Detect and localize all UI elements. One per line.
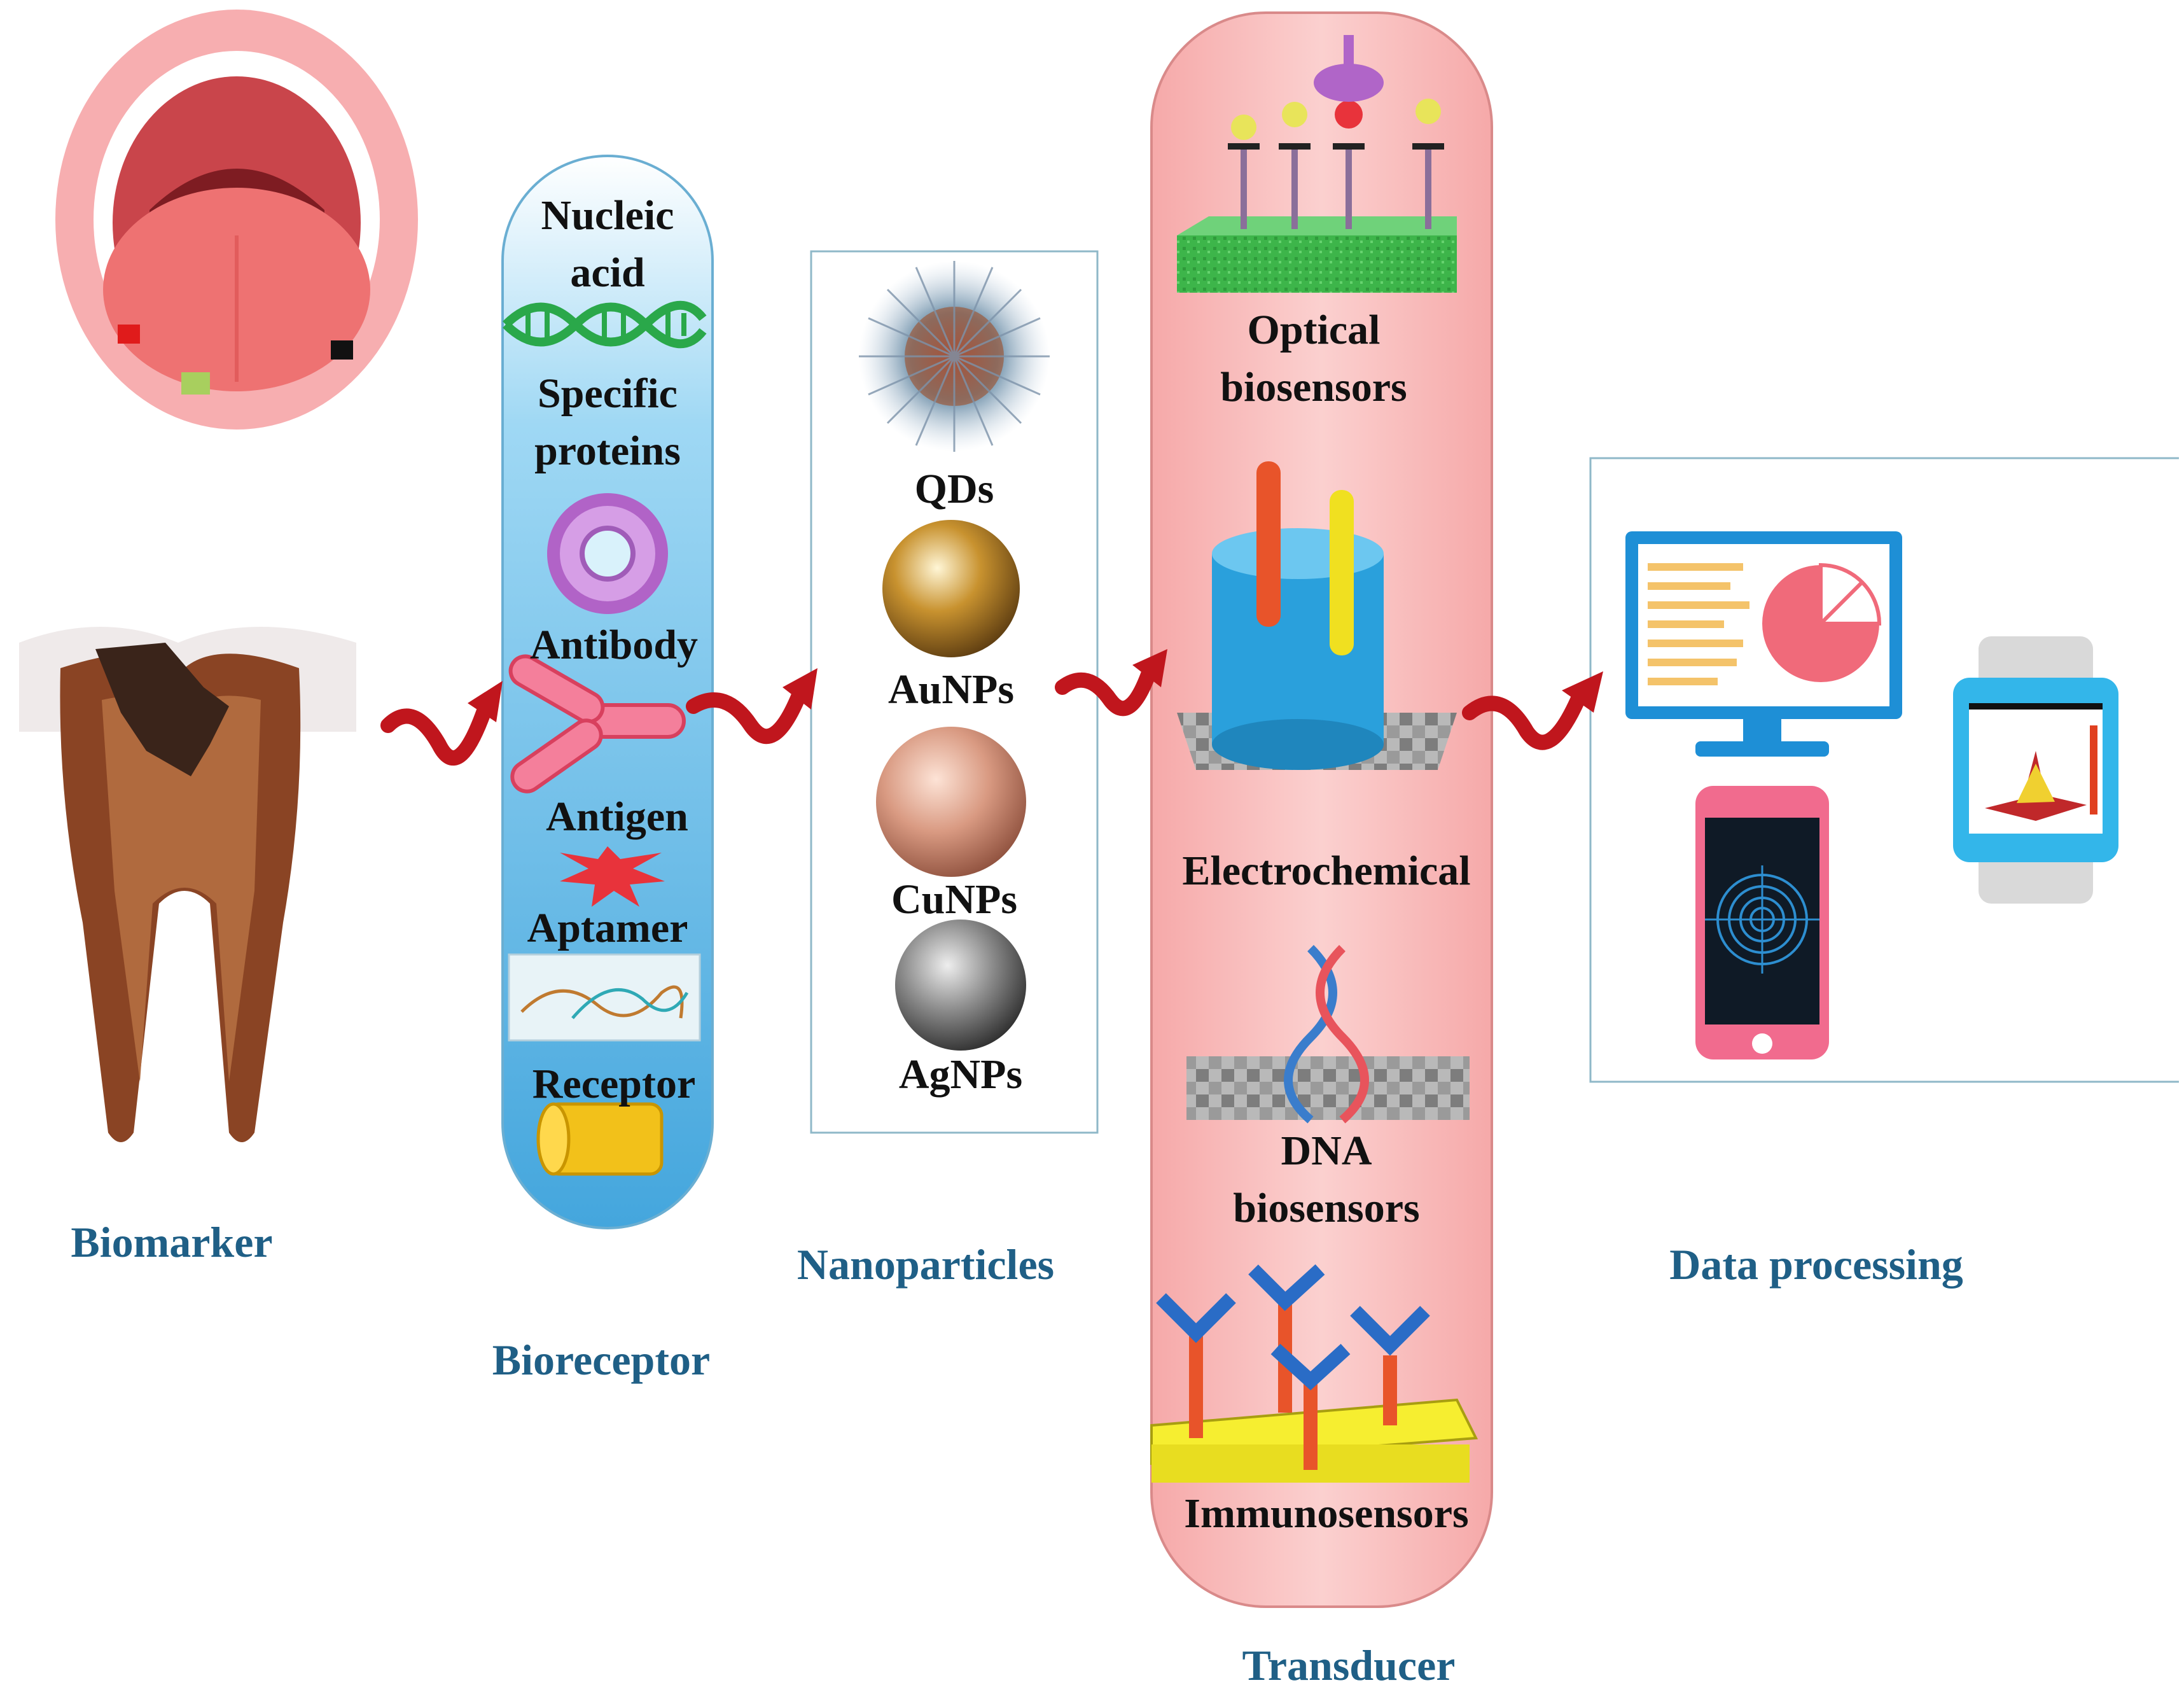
protein-icon (547, 493, 668, 614)
flow-arrow-3 (1055, 649, 1167, 717)
bioreceptor-labels: Nucleic acid Specific proteins Antibody … (527, 192, 699, 1107)
transducer-capsule (1150, 11, 1493, 1608)
label-receptor: Receptor (532, 1061, 696, 1107)
label-specific: Specific (538, 370, 678, 417)
caption-data-processing: Data processing (1669, 1240, 1963, 1289)
smartwatch-icon (1953, 636, 2118, 904)
caption-biomarker: Biomarker (71, 1218, 272, 1266)
label-antibody: Antibody (530, 622, 698, 668)
antibody-icon (508, 654, 686, 794)
label-optical-biosensors: biosensors (1220, 364, 1407, 410)
data-processing-frame (1589, 457, 2179, 1083)
label-proteins: proteins (534, 428, 681, 474)
label-electrochemical: Electrochemical (1182, 848, 1470, 894)
caption-transducer: Transducer (1242, 1641, 1456, 1689)
electrode-icon (1177, 461, 1457, 770)
label-qds: QDs (915, 466, 994, 512)
flow-arrow-4 (1462, 671, 1603, 750)
open-mouth-icon (55, 10, 418, 430)
pie-chart-icon (1762, 563, 1882, 682)
caption-nanoparticles: Nanoparticles (797, 1240, 1054, 1289)
silver-sphere-icon (895, 919, 1026, 1051)
label-antigen: Antigen (546, 794, 688, 840)
flow-arrow-2 (686, 668, 817, 745)
label-dna-biosensors: biosensors (1233, 1185, 1419, 1231)
label-agnps: AgNPs (899, 1051, 1022, 1098)
label-aunps: AuNPs (888, 666, 1014, 713)
aptamer-icon (508, 953, 701, 1042)
caption-bioreceptor: Bioreceptor (492, 1336, 710, 1384)
label-optical: Optical (1248, 307, 1381, 353)
label-acid: acid (570, 249, 644, 296)
label-immunosensors: Immunosensors (1184, 1490, 1468, 1537)
immuno-chip-icon (1150, 1264, 1478, 1483)
label-aptamer: Aptamer (527, 905, 688, 951)
label-nucleic: Nucleic (541, 192, 674, 239)
gold-sphere-icon (882, 520, 1020, 657)
transducer-labels: Optical biosensors Electrochemical DNA b… (1182, 307, 1470, 1537)
receptor-icon (536, 1102, 664, 1176)
label-dna: DNA (1281, 1128, 1372, 1174)
quantum-dot-icon (859, 261, 1050, 452)
optical-sensor-icon (1177, 35, 1457, 293)
decayed-tooth-icon (19, 627, 356, 1142)
flow-arrow-1 (380, 681, 503, 766)
dna-helix-icon (503, 300, 707, 349)
label-cunps: CuNPs (891, 876, 1017, 923)
copper-sphere-icon (876, 727, 1026, 877)
nanoparticle-labels: QDs AuNPs CuNPs AgNPs (888, 466, 1022, 1098)
smartphone-icon (1695, 786, 1829, 1059)
antigen-icon (560, 846, 665, 907)
dna-chip-icon (1186, 945, 1470, 1124)
